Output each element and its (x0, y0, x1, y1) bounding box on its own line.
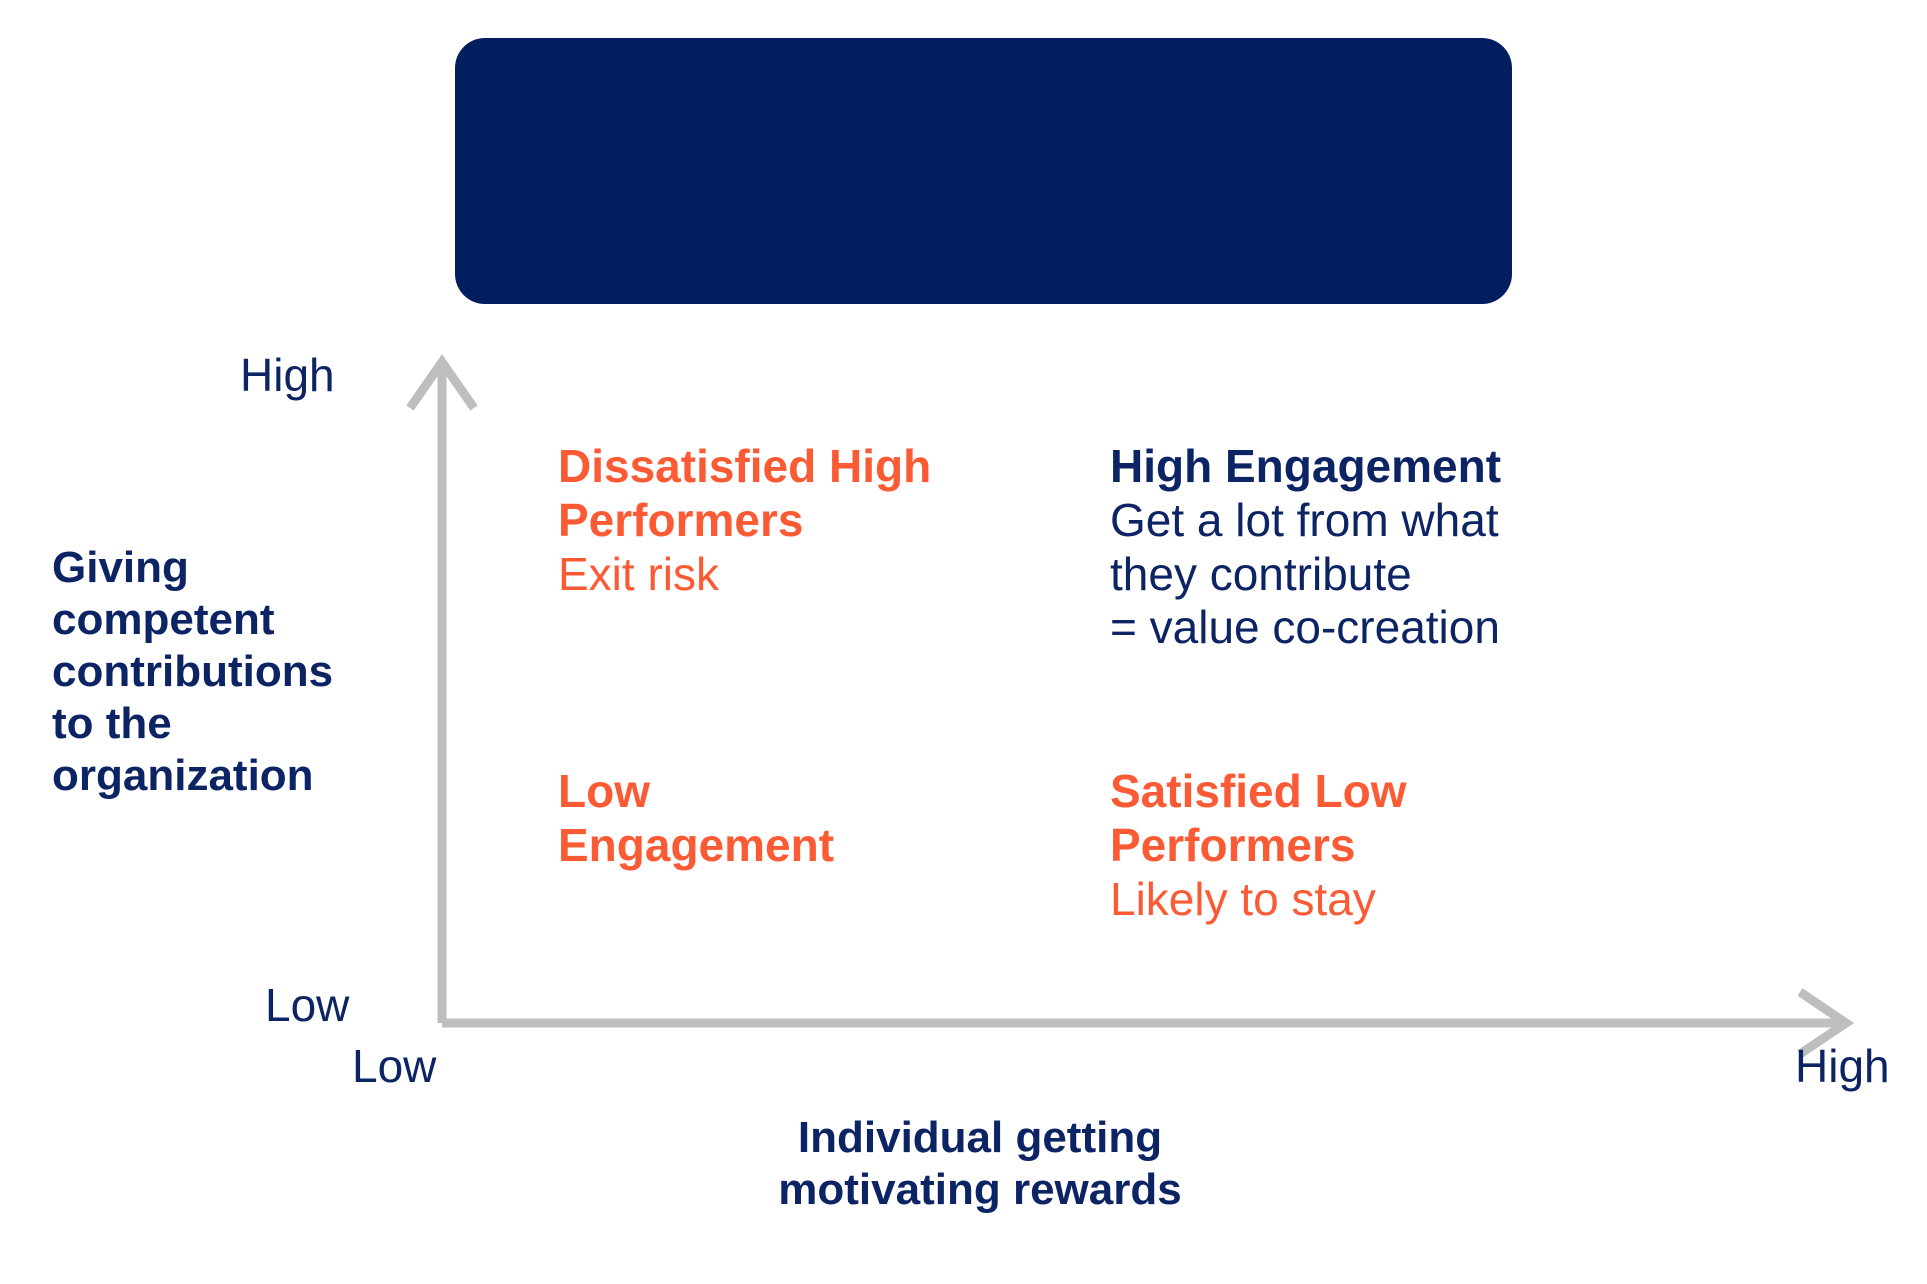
x-axis-high-label: High (1795, 1040, 1890, 1092)
quadrant-bottom-left: Low Engagement (558, 765, 978, 873)
quadrant-bottom-left-heading: Low Engagement (558, 765, 835, 871)
quadrant-top-left-body: Exit risk (558, 547, 719, 600)
x-axis-title: Individual getting motivating rewards (778, 1113, 1182, 1214)
x-axis-low-label: Low (352, 1040, 437, 1092)
quadrant-top-right-heading: High Engagement (1110, 440, 1502, 492)
quadrant-bottom-right-heading: Satisfied Low Performers (1110, 765, 1407, 871)
quadrant-bottom-right: Satisfied Low Performers Likely to stay (1110, 765, 1580, 926)
quadrant-top-right-body: Get a lot from what they contribute = va… (1110, 493, 1500, 654)
y-axis-high-label: High (240, 349, 335, 401)
header-banner (455, 38, 1512, 304)
quadrant-top-left-heading: Dissatisfied High Performers (558, 440, 932, 546)
quadrant-bottom-right-body: Likely to stay (1110, 872, 1376, 925)
quadrant-top-right: High Engagement Get a lot from what they… (1110, 440, 1580, 655)
y-axis-arrow-icon (406, 354, 478, 411)
quadrant-top-left: Dissatisfied High Performers Exit risk (558, 440, 978, 601)
y-axis-title: Giving competent contributions to the or… (52, 543, 334, 800)
y-axis-low-label: Low (265, 979, 350, 1031)
